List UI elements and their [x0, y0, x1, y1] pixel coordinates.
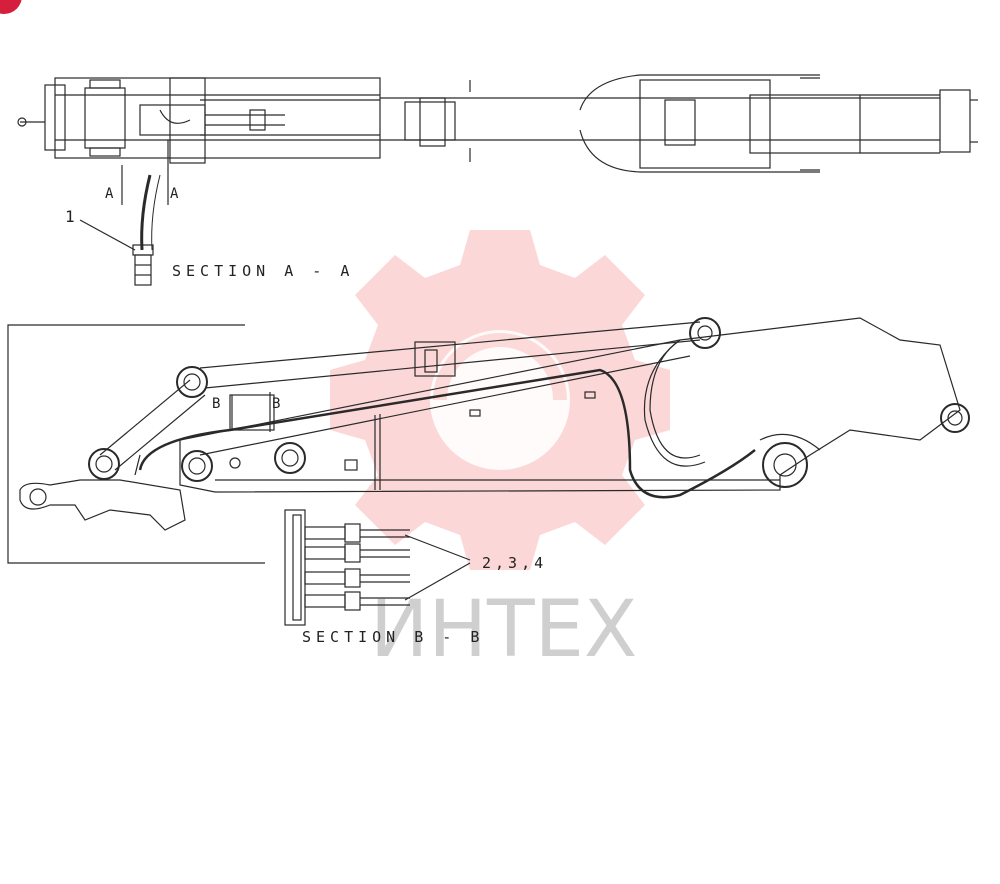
callout-1: 1: [65, 207, 75, 226]
fitting-stack: [304, 523, 410, 611]
section-marker-a-left: A: [105, 186, 114, 202]
watermark-gear-hole: [430, 330, 570, 470]
side-view: [7, 317, 970, 626]
section-bb-title: SECTION B - B: [302, 628, 484, 646]
section-aa-title: SECTION A - A: [172, 262, 354, 280]
top-view: [17, 74, 978, 286]
corner-badge: [0, 0, 22, 14]
section-marker-a-right: A: [170, 186, 179, 202]
callout-2-3-4: 2,3,4: [482, 554, 547, 572]
section-marker-b-right: B: [272, 396, 280, 412]
section-marker-b-left: B: [212, 396, 220, 412]
watermark-text: ИНТЕХ: [370, 585, 637, 675]
